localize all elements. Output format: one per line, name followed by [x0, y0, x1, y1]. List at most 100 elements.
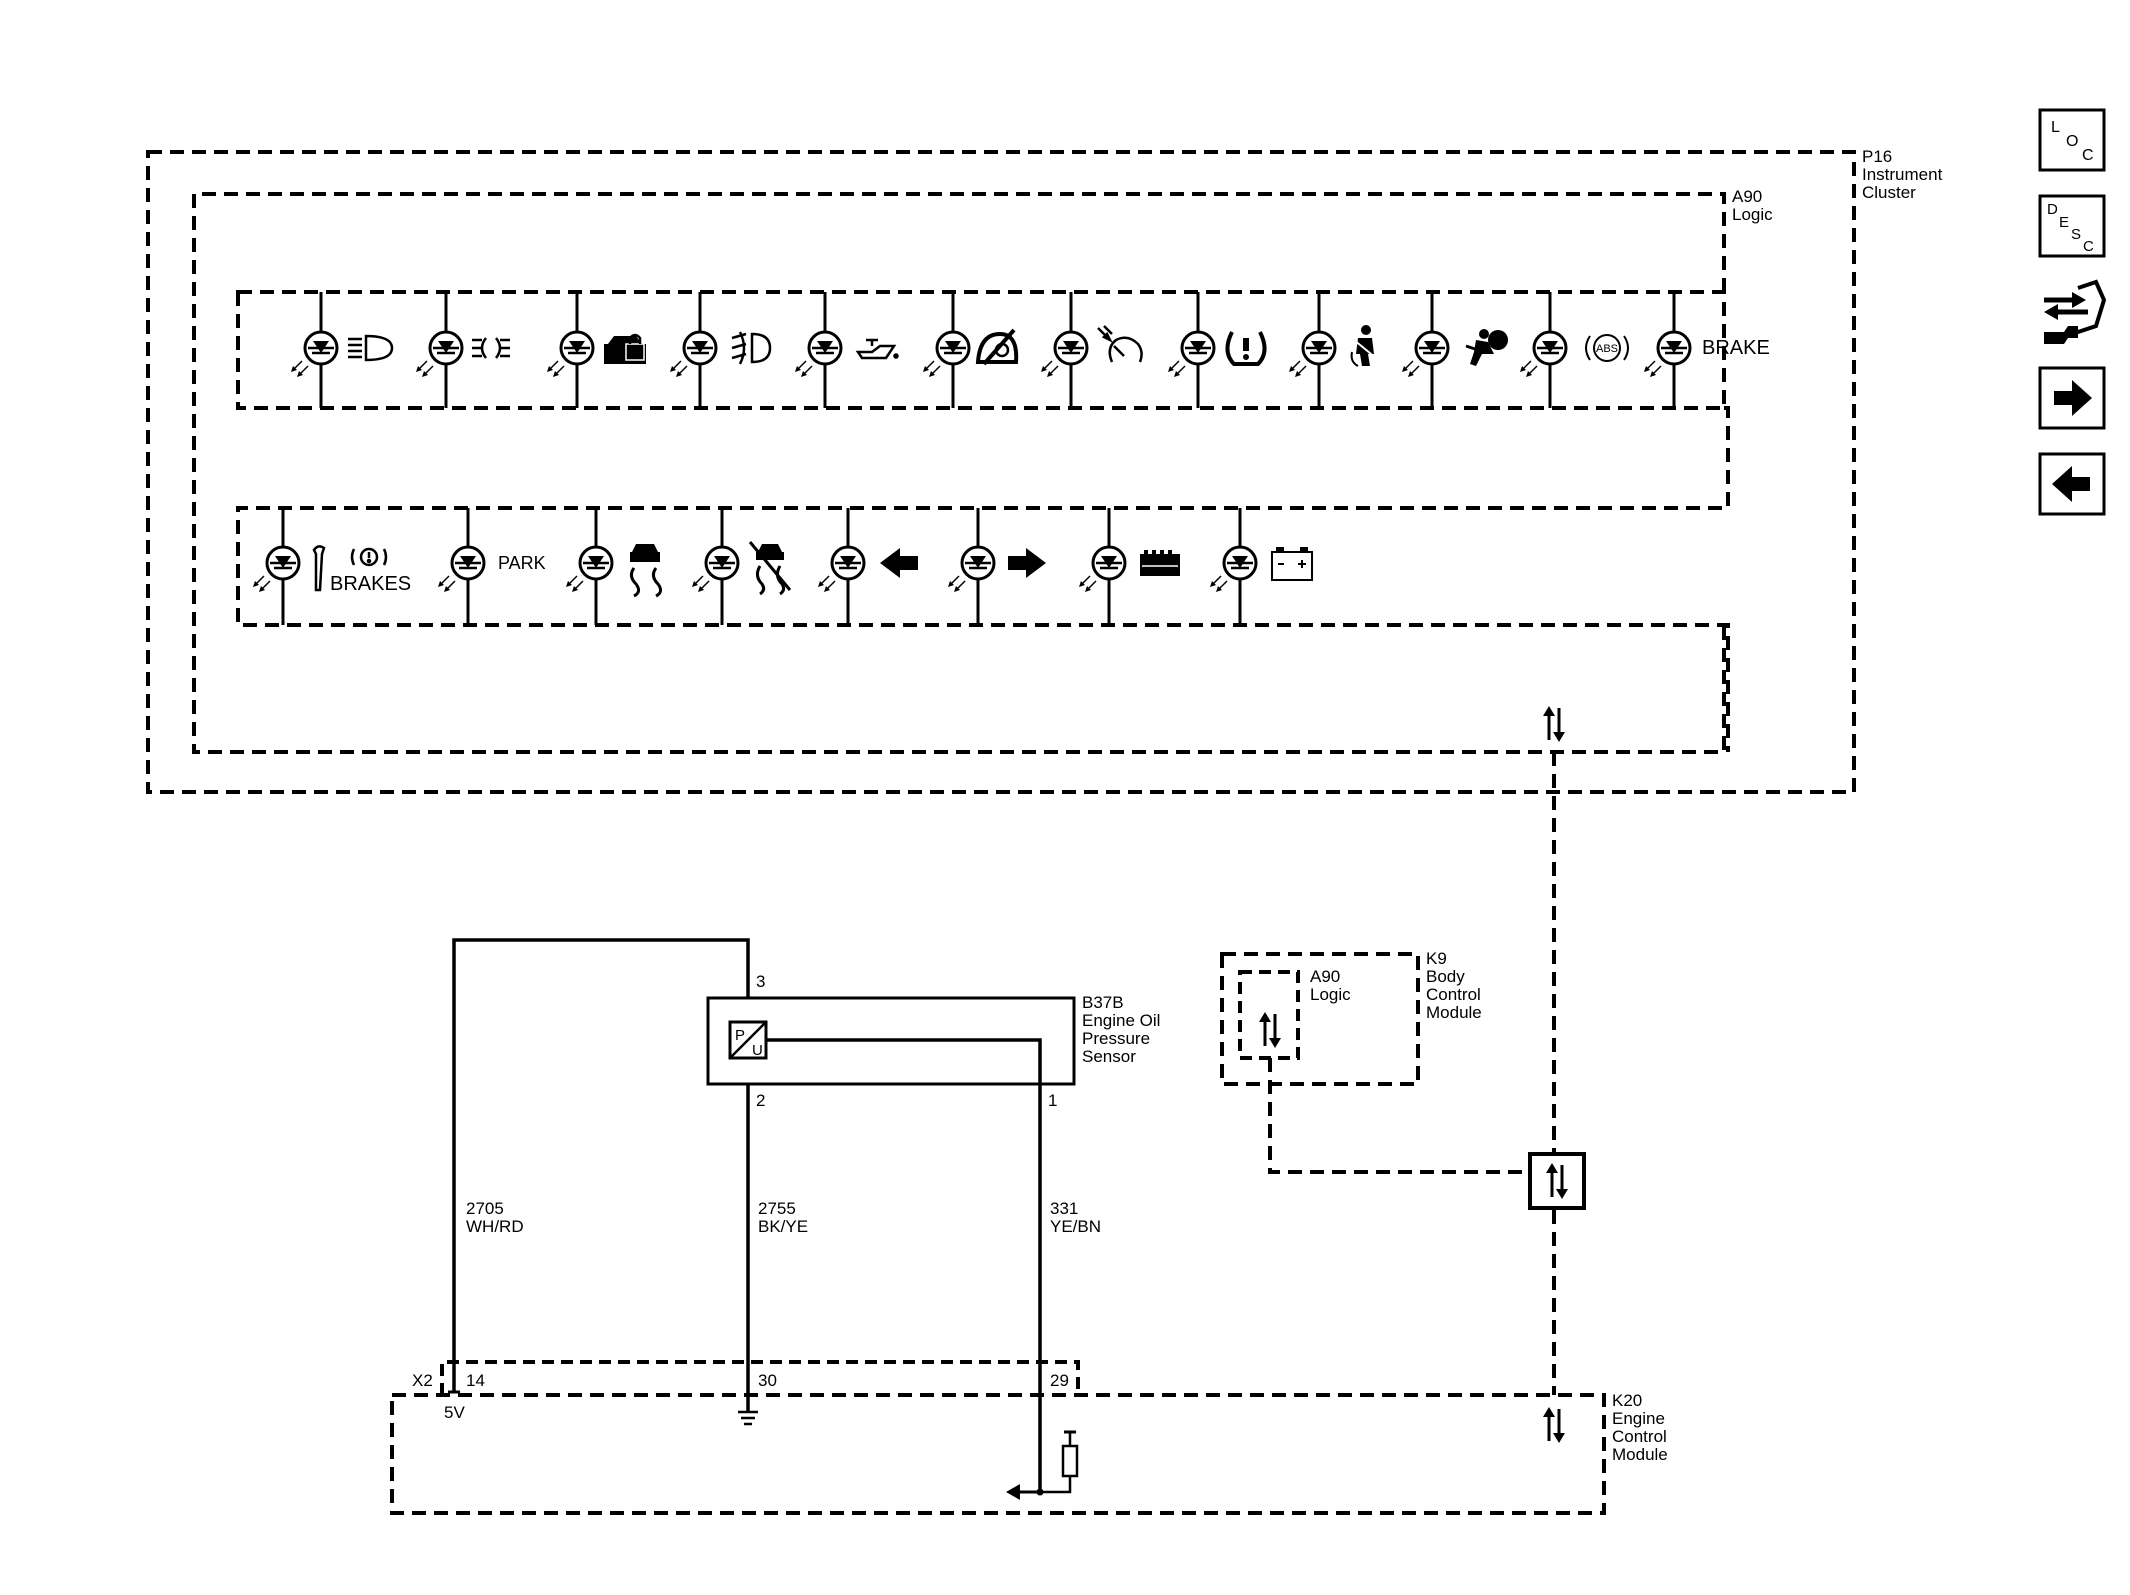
service-vehicle-icon [975, 328, 1019, 366]
park-label: PARK [498, 553, 546, 573]
oil-pressure-icon [855, 338, 899, 360]
cluster-serial-data-icon [1541, 704, 1567, 744]
wire-2755-circuit: 2755 [758, 1199, 796, 1218]
connector-list-icon[interactable] [2044, 279, 2107, 344]
abs-icon: ABS [1585, 334, 1629, 362]
loc-button[interactable]: L O C [2038, 108, 2106, 172]
row1-indicator-low-beam [289, 292, 394, 408]
next-arrow-button[interactable] [2038, 366, 2106, 430]
indicator-row1-box [236, 290, 1726, 410]
row1-indicator-cruise [1039, 292, 1143, 408]
row1-indicator-oil-pressure [793, 292, 899, 408]
next-arrow-icon [2054, 380, 2092, 416]
row1-indicator-fog-lamp [668, 292, 772, 408]
loc-letter-l: L [2051, 119, 2060, 136]
security-lock-icon [604, 333, 646, 364]
row1-indicator-tire-pressure [1166, 292, 1267, 408]
wire-2705 [452, 938, 750, 1392]
desc-letter-c: C [2083, 238, 2094, 255]
traction-control-icon [629, 544, 663, 598]
previous-arrow-button[interactable] [2038, 452, 2106, 516]
a90-logic-cluster-box [192, 192, 1726, 754]
ground-symbol [738, 1410, 758, 1426]
serial-data-junction [1528, 1152, 1586, 1210]
low-beam-headlamp-icon [348, 334, 394, 362]
a90-cluster-id: A90 [1732, 187, 1762, 206]
pull-up-resistor-symbol [1036, 1430, 1079, 1496]
b37b-name-line1: Engine Oil [1082, 1011, 1160, 1030]
k20-5v-label: 5V [444, 1403, 465, 1422]
k20-engine-control-module-box [390, 1393, 1606, 1515]
row2-indicator-electric-park-brake: BRAKES [251, 508, 411, 625]
row2-indicator-battery [1208, 508, 1313, 625]
row1-indicator-brake: BRAKE [1642, 292, 1770, 408]
row1-indicator-service-vehicle [921, 292, 1019, 408]
pressure-transducer-symbol: P U [728, 1020, 768, 1060]
wire-331-circuit: 331 [1050, 1199, 1078, 1218]
k9-name-line1: Body [1426, 967, 1465, 986]
k9-logic-name: Logic [1310, 985, 1351, 1004]
k20-name-line3: Module [1612, 1445, 1668, 1464]
row1-indicator-abs: ABS [1518, 292, 1629, 408]
k9-name-line2: Control [1426, 985, 1481, 1004]
abs-label: ABS [1596, 343, 1618, 355]
desc-letter-s: S [2071, 226, 2081, 243]
row2-indicator-left-turn [816, 508, 918, 625]
p16-id: P16 [1862, 147, 1892, 166]
k9-serial-data-icon [1257, 1010, 1283, 1050]
loc-letter-c: C [2082, 147, 2094, 164]
a90-cluster-name: Logic [1732, 205, 1773, 224]
k9-id: K9 [1426, 949, 1447, 968]
p16-instrument-cluster-box [146, 150, 1856, 794]
row2-indicators: BRAKES PARK [251, 508, 1313, 625]
k20-id: K20 [1612, 1391, 1642, 1410]
engine-coolant-icon [1140, 550, 1180, 576]
right-turn-arrow-icon [1008, 548, 1046, 578]
left-turn-arrow-icon [880, 548, 918, 578]
row1-indicator-airbag [1400, 292, 1508, 408]
row2-indicator-traction-off [690, 508, 792, 625]
x2-pin-14: 14 [466, 1371, 485, 1390]
row1-indicator-security [545, 292, 646, 408]
row1-indicator-seat-belt [1287, 292, 1377, 408]
wire-331-color: YE/BN [1050, 1217, 1101, 1236]
wire-331 [766, 1038, 1042, 1492]
b37b-pin-3: 3 [756, 972, 765, 991]
row1-indicator-parking-lamp [414, 292, 510, 408]
electric-park-brake-service-icon [312, 545, 388, 592]
battery-icon [1271, 547, 1313, 581]
row2-indicator-park: PARK [436, 508, 546, 625]
tire-pressure-icon [1225, 331, 1267, 366]
brakes-label: BRAKES [330, 573, 411, 595]
x2-connector-box [440, 1360, 1080, 1395]
b37b-pin-2: 2 [756, 1091, 765, 1110]
wire-2755-color: BK/YE [758, 1217, 808, 1236]
cruise-control-icon [1097, 325, 1143, 363]
x2-pin-30: 30 [758, 1371, 777, 1390]
b37b-pin-1: 1 [1048, 1091, 1057, 1110]
k9-logic-id: A90 [1310, 967, 1340, 986]
b37b-name-line2: Pressure [1082, 1029, 1150, 1048]
wire-2705-circuit: 2705 [466, 1199, 504, 1218]
traction-off-icon [748, 541, 792, 596]
desc-button[interactable]: D E S C [2038, 194, 2106, 258]
previous-arrow-icon [2052, 466, 2090, 502]
serial-data-line-bcm [1268, 1058, 1530, 1174]
p16-name-line2: Cluster [1862, 183, 1916, 202]
indicator-row2-box [236, 406, 1730, 752]
b37b-id: B37B [1082, 993, 1124, 1012]
p16-name-line1: Instrument [1862, 165, 1943, 184]
wire-2705-color: WH/RD [466, 1217, 524, 1236]
input-arrow-symbol [1006, 1484, 1040, 1500]
row2-indicator-coolant [1077, 508, 1180, 625]
x2-connector-label: X2 [412, 1371, 433, 1390]
transducer-u-label: U [752, 1042, 763, 1059]
x2-pin-29: 29 [1050, 1371, 1069, 1390]
front-fog-lamp-icon [731, 331, 772, 365]
parking-lamp-icon [472, 337, 510, 359]
desc-letter-d: D [2047, 201, 2058, 218]
airbag-icon [1465, 329, 1508, 366]
k9-body-control-module-box [1220, 952, 1420, 1086]
seat-belt-icon [1350, 325, 1377, 367]
